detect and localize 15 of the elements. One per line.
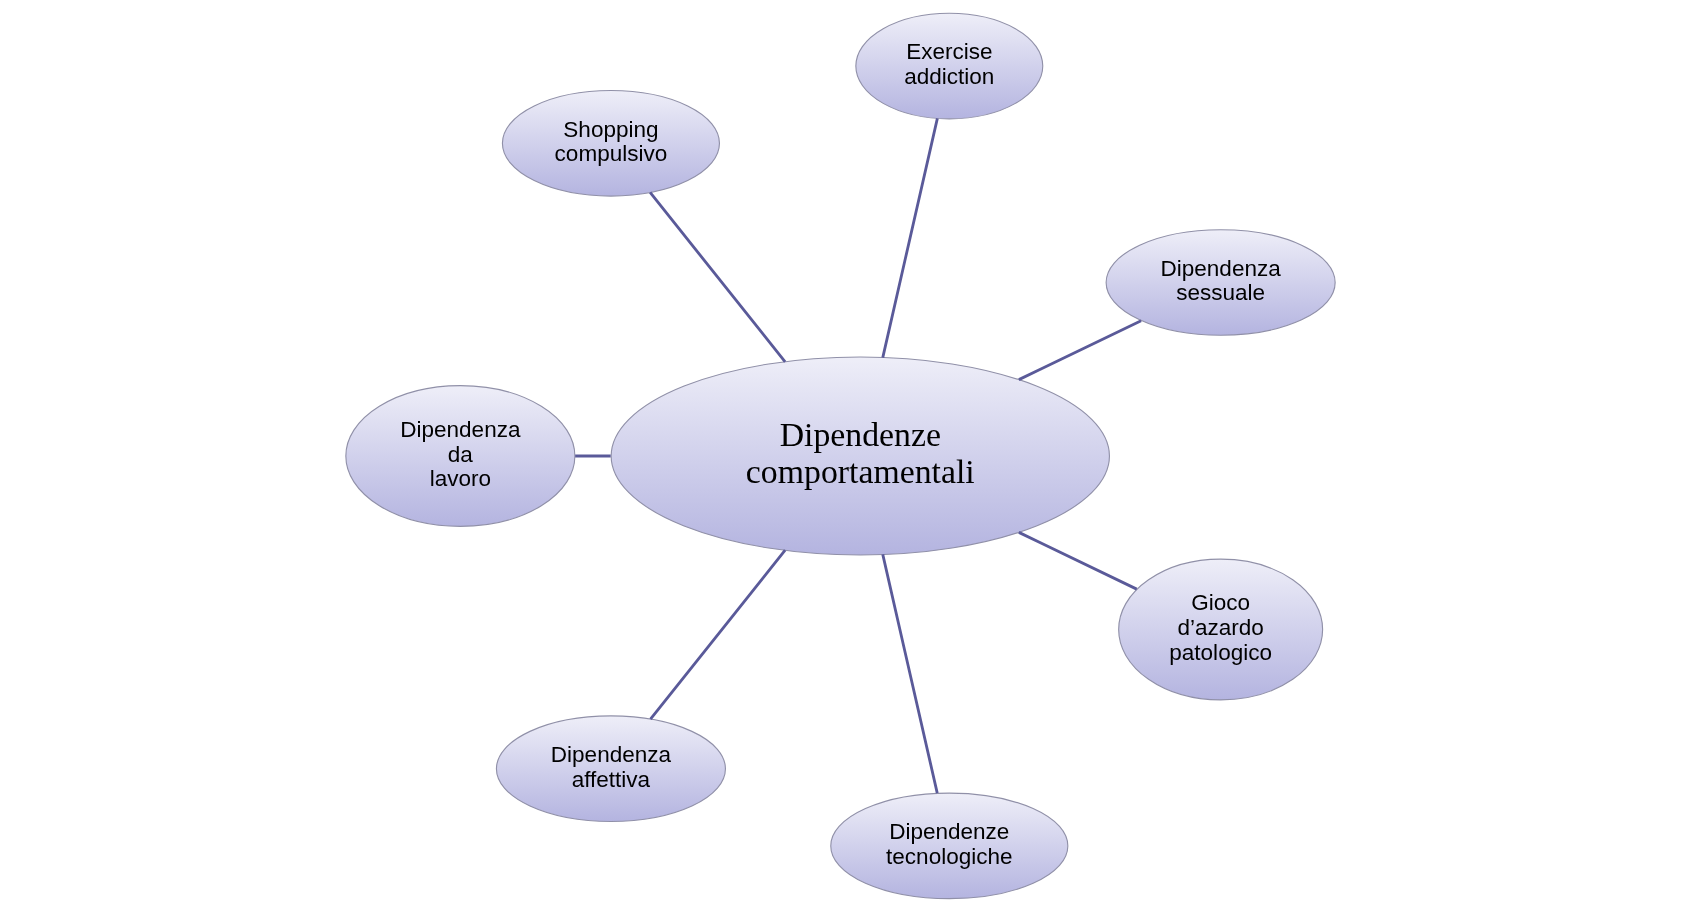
node-ellipse: Gioco d’azardo patologico [1118,558,1324,700]
node-ellipse: Shopping compulsivo [501,89,720,197]
node-ellipse: Dipendenze tecnologiche [830,792,1069,899]
connector [1018,530,1138,590]
node-ellipse: Dipendenza affettiva [495,714,726,822]
node-ellipse: Dipendenza sessuale [1105,228,1336,336]
connector [649,191,787,363]
connector [881,553,939,793]
connector [881,117,939,358]
node-ellipse: Dipendenza da lavoro [345,384,576,527]
connector [1018,319,1142,381]
connector [649,548,787,720]
connector [575,454,611,457]
node-ellipse: Dipendenze comportamentali [610,355,1110,556]
node-ellipse: Exercise addiction [855,12,1044,119]
